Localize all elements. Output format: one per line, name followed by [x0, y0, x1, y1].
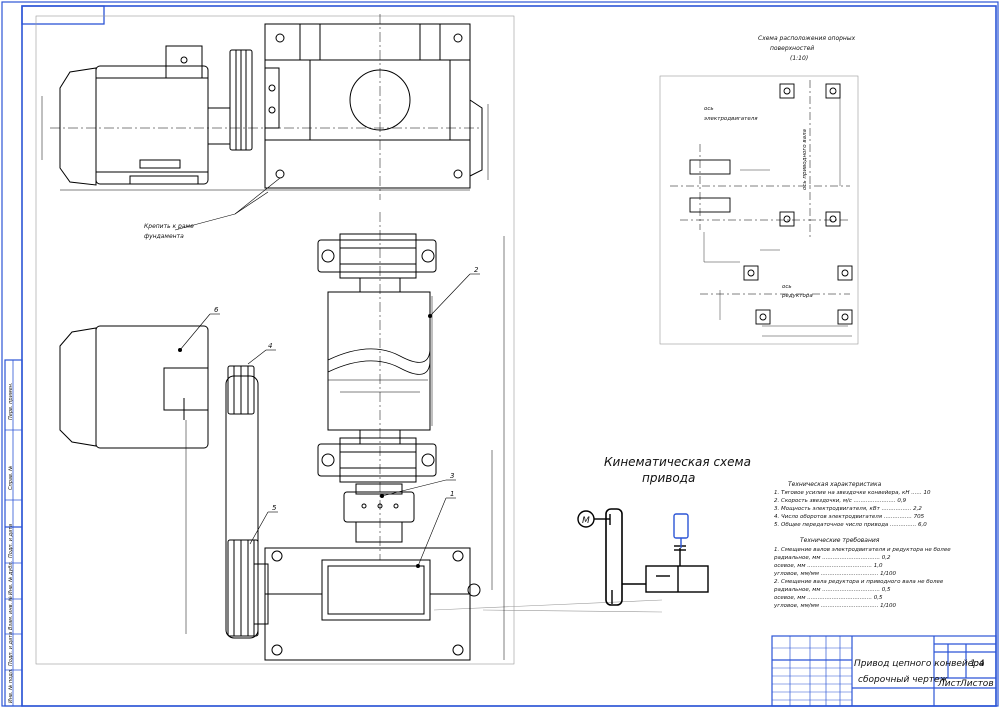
- axis-motor-label: ось: [704, 106, 714, 112]
- motor-body: [95, 65, 209, 185]
- svg-text:радиальное, мм ...............: радиальное, мм .........................…: [773, 555, 891, 561]
- motor-terminal-box: [165, 45, 203, 79]
- svg-text:Подп. и дата: Подп. и дата: [8, 524, 14, 558]
- v-belt: [225, 375, 259, 639]
- side-stamp: Перв. примен. Справ. № Подп. и дата Инв.…: [4, 359, 23, 707]
- support-scheme-title: Схема расположения опорных: [758, 35, 856, 42]
- support-scheme: [670, 80, 853, 337]
- drawing-name-line1: Привод цепного конвейера: [854, 659, 985, 669]
- gearbox-symbol: [645, 565, 709, 593]
- svg-text:5. Общее передаточное число пр: 5. Общее передаточное число привода ....…: [774, 522, 927, 528]
- axis-gear-label: ось: [782, 284, 792, 290]
- support-scheme-subtitle: поверхностей: [770, 45, 814, 52]
- motor-fan-cover: [59, 67, 97, 186]
- leader-line: [433, 599, 663, 611]
- gearbox-inspection-cover: [321, 559, 431, 621]
- upper-bearing: [317, 239, 437, 273]
- tech-list: 1. Тяговое усилие на звездочке конвейера…: [774, 490, 931, 528]
- axis-motor-label-2: электродвигателя: [704, 116, 758, 122]
- lower-bearing: [317, 443, 437, 477]
- axis-drive-label: ось приводного вала: [802, 128, 808, 190]
- kinematic-title: Кинематическая схема: [604, 455, 751, 469]
- motor-side-body: [95, 325, 209, 449]
- callout-4: 4: [268, 342, 272, 350]
- front-view: [59, 212, 505, 661]
- gearbox-top-housing: [264, 23, 471, 189]
- sheet-label: Лист: [937, 679, 962, 689]
- svg-text:угловое, мм/мм ...............: угловое, мм/мм .........................…: [773, 603, 897, 609]
- drive-drum: [327, 291, 431, 431]
- svg-text:2. Смещение вала редуктора и п: 2. Смещение вала редуктора и приводного …: [774, 579, 944, 585]
- note-bolts-2: фундамента: [144, 233, 184, 240]
- anchor-bolts: [743, 83, 853, 325]
- axis-gear-label-2: редуктора: [781, 293, 813, 299]
- svg-text:2. Скорость звездочки, м/с ...: 2. Скорость звездочки, м/с .............…: [774, 498, 907, 504]
- inner-frame: [21, 5, 997, 707]
- coupling: [343, 491, 415, 523]
- svg-text:радиальное, мм ...............: радиальное, мм .........................…: [773, 587, 891, 593]
- kinematic-subtitle: привода: [642, 471, 695, 485]
- callout-2: 2: [474, 266, 479, 274]
- requirements-list: 1. Смещение валов электродвигателя и ред…: [773, 547, 951, 609]
- svg-text:осевое, мм ...................: осевое, мм .............................…: [774, 595, 883, 601]
- callout-3: 3: [450, 472, 454, 480]
- top-view: [41, 14, 489, 231]
- svg-text:3. Мощность электродвигателя,: 3. Мощность электродвигателя, кВт ......…: [774, 506, 922, 512]
- svg-text:Инв. № дубл.: Инв. № дубл.: [8, 561, 14, 595]
- svg-text:4. Число оборотов электродвига: 4. Число оборотов электродвигателя .....…: [774, 514, 925, 520]
- svg-text:осевое, мм ...................: осевое, мм .............................…: [774, 563, 883, 569]
- callout-5: 5: [272, 504, 277, 512]
- requirements-title: Технические требования: [800, 537, 880, 544]
- svg-text:1. Тяговое усилие на звездочке: 1. Тяговое усилие на звездочке конвейера…: [774, 490, 931, 496]
- motor-side-fan: [59, 327, 97, 447]
- svg-text:угловое, мм/мм ...............: угловое, мм/мм .........................…: [773, 571, 897, 577]
- top-corner-box: [21, 5, 105, 25]
- motor-pads: [689, 159, 731, 213]
- tech-title: Техническая характеристика: [788, 481, 882, 488]
- sprocket-symbol: [673, 513, 689, 539]
- svg-text:Инв. № подл.: Инв. № подл.: [8, 669, 14, 704]
- callout-1: 1: [450, 490, 454, 498]
- kinematic-scheme: [577, 508, 709, 606]
- main-view-frame: [35, 15, 515, 665]
- svg-text:Взам. инв. №: Взам. инв. №: [8, 596, 14, 630]
- support-scheme-scale: (1:10): [790, 55, 808, 62]
- gearbox-front: [264, 547, 471, 661]
- svg-text:Перв. примен.: Перв. примен.: [8, 382, 14, 420]
- drawing-scale: 1:4: [970, 659, 985, 669]
- support-scheme-frame: [659, 75, 859, 345]
- drawing-name-line2: сборочный чертеж: [858, 675, 949, 685]
- belt-drive-symbol: [605, 508, 623, 606]
- sheets-label: Листов: [959, 679, 994, 689]
- note-bolts: Крепить к раме: [144, 223, 194, 230]
- svg-text:Подп. и дата: Подп. и дата: [8, 632, 14, 666]
- leader-line: [482, 609, 663, 613]
- svg-text:1. Смещение валов электродвига: 1. Смещение валов электродвигателя и ред…: [774, 547, 951, 553]
- v-belt-large-pulley: [227, 539, 259, 637]
- title-block: [771, 635, 997, 707]
- svg-text:Справ. №: Справ. №: [8, 466, 14, 490]
- motor-symbol-label: M: [582, 516, 590, 526]
- callout-6: 6: [214, 306, 219, 314]
